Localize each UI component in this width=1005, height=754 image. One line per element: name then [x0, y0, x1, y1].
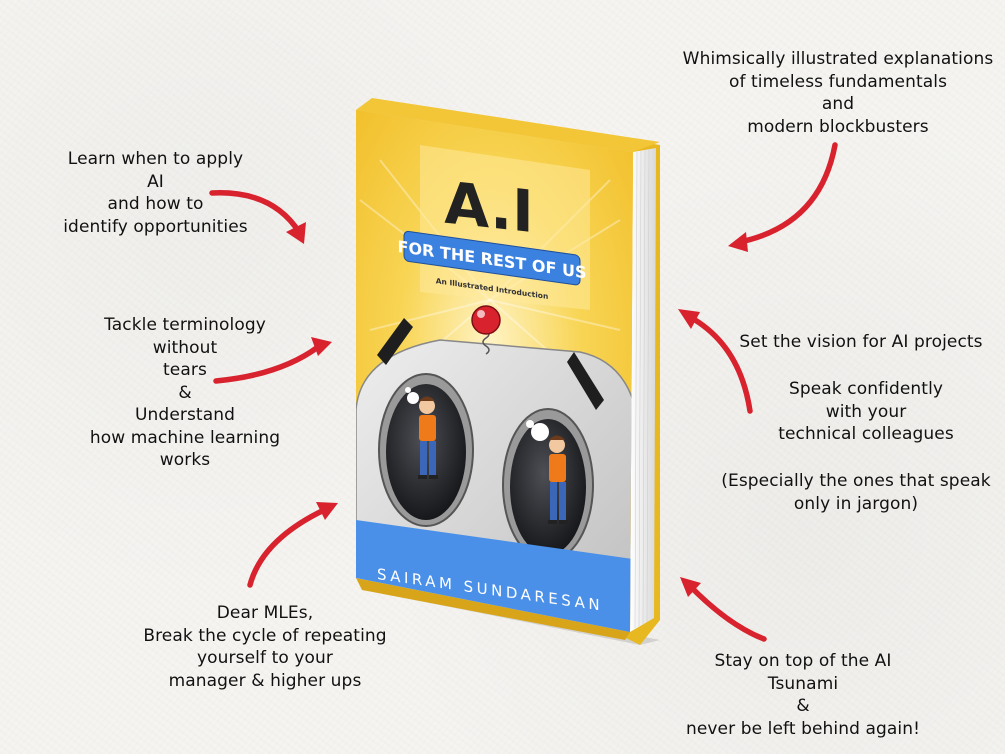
- note-line: Tsunami: [767, 673, 839, 694]
- note-whimsical: Whimsically illustrated explanations of …: [678, 48, 998, 138]
- arrow-bottom-right: [686, 582, 767, 642]
- character-left: [405, 387, 438, 479]
- note-line: with your: [825, 401, 907, 422]
- note-terminology: Tackle terminology without tears & Under…: [70, 314, 300, 472]
- note-mles: Dear MLEs, Break the cycle of repeating …: [130, 602, 400, 692]
- arrow-mid-right: [687, 314, 753, 414]
- note-line: technical colleagues: [778, 424, 954, 444]
- arrow-bottom-left: [247, 507, 327, 588]
- note-line: yourself to your: [197, 648, 333, 668]
- note-line: and: [821, 94, 855, 114]
- note-jargon: (Especially the ones that speak only in …: [716, 470, 996, 515]
- character-right: [526, 420, 568, 524]
- note-line: of timeless fundamentals: [728, 71, 948, 92]
- book-cover: [356, 110, 633, 632]
- book-top-edge: [356, 98, 660, 152]
- arrow-top-left: [209, 190, 302, 235]
- note-line: &: [178, 382, 192, 403]
- note-speak-confidently: Speak confidently with your technical co…: [746, 378, 986, 446]
- note-line: &: [796, 696, 810, 716]
- note-line: only in jargon): [793, 493, 919, 514]
- note-line: never be left behind again!: [685, 718, 921, 739]
- note-line: manager & higher ups: [168, 670, 362, 691]
- book-title: A.I: [444, 169, 534, 246]
- note-line: Learn when to apply: [67, 149, 244, 169]
- note-line: Break the cycle of repeating: [143, 625, 387, 646]
- note-line: Speak confidently: [788, 379, 944, 399]
- note-line: and how to: [107, 194, 204, 214]
- note-line: Whimsically illustrated explanations: [682, 49, 994, 69]
- note-line: Stay on top of the AI: [714, 651, 892, 671]
- note-line: Set the vision for AI projects: [739, 332, 983, 352]
- note-tsunami: Stay on top of the AI Tsunami & never be…: [668, 650, 938, 740]
- author-band: [356, 520, 633, 632]
- note-line: AI: [147, 171, 164, 192]
- note-line: without: [152, 337, 218, 358]
- arrow-mid-left: [213, 344, 321, 384]
- note-apply-ai: Learn when to apply AI and how to identi…: [38, 148, 273, 238]
- note-line: Understand: [135, 405, 235, 425]
- note-line: tears: [163, 360, 207, 380]
- note-line: Tackle terminology: [104, 315, 266, 335]
- note-line: how machine learning: [89, 427, 281, 448]
- note-line: (Especially the ones that speak: [721, 471, 991, 491]
- note-line: modern blockbusters: [747, 116, 929, 137]
- note-line: identify opportunities: [63, 216, 248, 237]
- note-line: works: [159, 450, 211, 470]
- arrow-top-right: [737, 142, 838, 245]
- note-line: Dear MLEs,: [216, 603, 314, 623]
- note-vision: Set the vision for AI projects: [726, 331, 996, 354]
- book-bottom-edge: [356, 578, 630, 640]
